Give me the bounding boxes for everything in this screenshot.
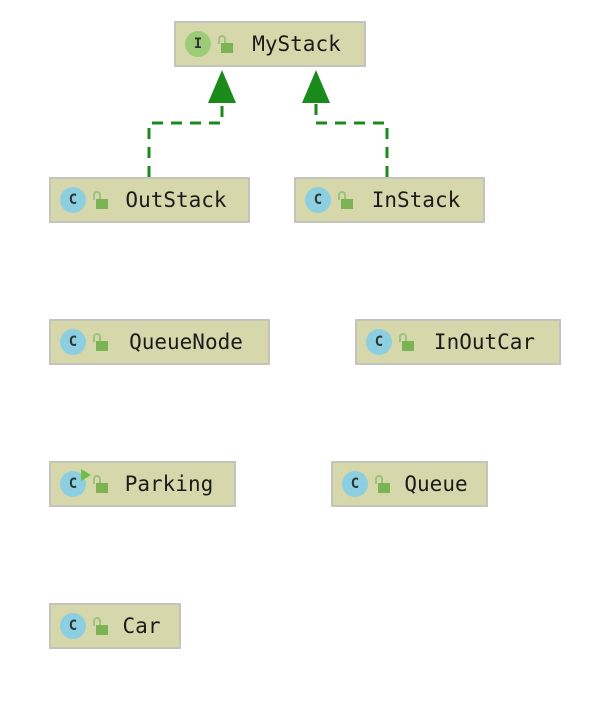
relation-outstack-implements-mystack[interactable] [147,70,236,177]
class-node-label: Queue [404,472,468,496]
unlocked-padlock-icon [399,333,414,351]
realization-line-instack [314,103,389,177]
class-node-mystack[interactable]: I MyStack [174,21,366,67]
class-node-inoutcar[interactable]: C InOutCar [355,319,561,365]
class-stereotype-icon: C [342,471,368,497]
class-node-outstack[interactable]: C OutStack [49,177,250,223]
class-node-label: QueueNode [129,330,243,354]
class-node-label: InStack [371,188,461,212]
unlocked-padlock-icon [218,35,233,53]
class-node-label: OutStack [125,188,227,212]
unlocked-padlock-icon [93,191,108,209]
class-stereotype-icon: C [305,187,331,213]
class-stereotype-icon: C [60,469,91,497]
class-node-label: Parking [124,472,214,496]
realization-arrowhead-instack [302,70,330,103]
realization-arrowhead-outstack [208,70,236,103]
class-node-queue[interactable]: C Queue [331,461,488,507]
class-node-label: Car [122,614,161,638]
class-stereotype-icon: C [366,329,392,355]
class-node-instack[interactable]: C InStack [294,177,485,223]
class-node-label: MyStack [252,32,341,56]
relation-instack-implements-mystack[interactable] [302,70,389,177]
class-node-queuenode[interactable]: C QueueNode [49,319,270,365]
unlocked-padlock-icon [93,333,108,351]
interface-stereotype-icon: I [185,31,211,57]
class-stereotype-icon: C [60,329,86,355]
realization-line-outstack [147,103,224,177]
unlocked-padlock-icon [93,475,108,493]
class-node-label: InOutCar [433,330,536,354]
run-marker-icon [81,469,91,481]
class-node-parking[interactable]: C Parking [49,461,236,507]
class-stereotype-icon: C [60,613,86,639]
class-node-car[interactable]: C Car [49,603,181,649]
unlocked-padlock-icon [93,617,108,635]
unlocked-padlock-icon [375,475,390,493]
unlocked-padlock-icon [338,191,353,209]
class-stereotype-icon: C [60,187,86,213]
